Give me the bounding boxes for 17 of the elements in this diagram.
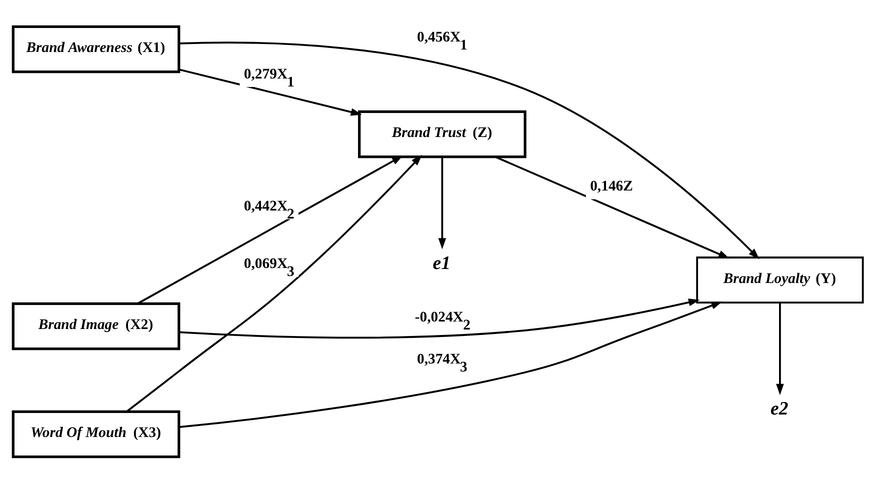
arrow — [179, 42, 760, 260]
arrow — [126, 154, 422, 412]
arrow — [438, 157, 446, 250]
node-box: Word Of Mouth (X3) — [12, 410, 180, 458]
arrow — [178, 68, 362, 116]
arrow — [776, 302, 784, 396]
node-box: Brand Loyalty (Y) — [696, 256, 864, 304]
node-text: e1 — [432, 252, 451, 274]
node-box: Brand Trust (Z) — [358, 110, 526, 158]
node-box: Brand Awareness (X1) — [12, 25, 180, 74]
node-box: Brand Image (X2) — [12, 302, 180, 350]
arrow — [137, 156, 404, 304]
arrow — [178, 298, 700, 339]
arrow — [179, 302, 722, 428]
arrow — [494, 156, 730, 259]
edge-label: 0,146Z — [590, 178, 633, 195]
node-text: e2 — [770, 398, 788, 420]
